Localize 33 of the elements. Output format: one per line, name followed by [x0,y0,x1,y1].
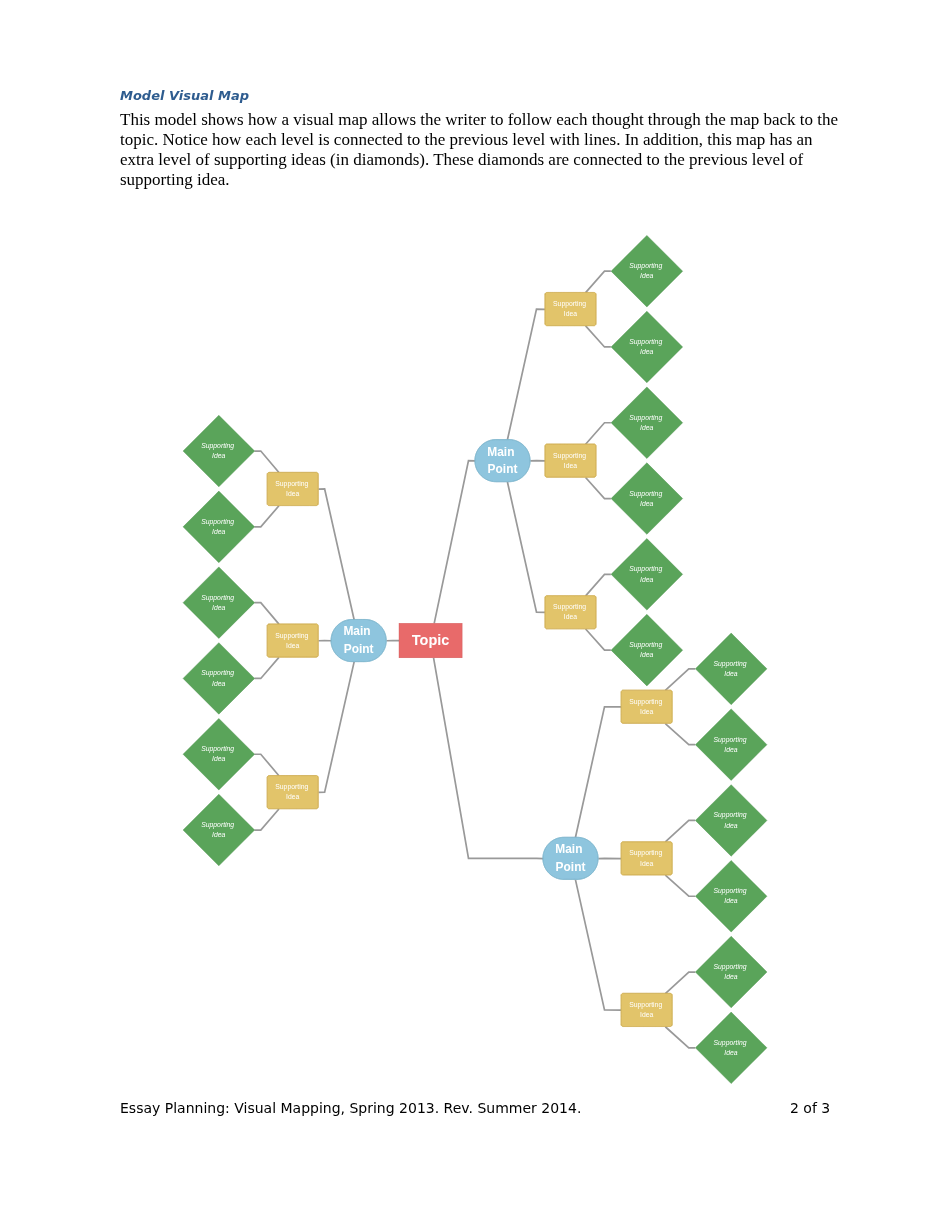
connector [506,308,546,441]
connector [574,878,623,1011]
title: Model Visual Map [120,88,250,103]
connector [433,459,476,625]
connector [664,722,697,746]
connector [584,421,612,446]
footer-text: Essay Planning: Visual Mapping, Spring 2013. Rev. Summer 2014. [120,1100,582,1116]
connector [432,656,544,860]
connector [529,459,546,462]
connector [317,661,355,794]
connector [253,656,280,680]
connector [664,819,697,843]
connector [574,705,623,839]
connector [664,1025,697,1049]
connector [664,668,697,692]
connector [664,874,697,898]
connector [253,450,280,474]
page-number: 2 of 3 [790,1100,831,1116]
node-box: Topic [398,623,463,658]
connector [584,573,612,597]
connector [317,488,355,621]
connector [253,601,280,625]
connector [506,481,546,614]
connector [584,628,612,651]
connector [253,808,280,831]
connector [584,476,612,500]
connector [597,857,623,860]
connector [253,504,280,528]
connector [664,971,697,995]
connector [584,325,612,348]
connector [253,753,280,777]
connector [584,270,612,294]
paragraph: This model shows how a visual map allows the writer to follow each thought through the map back to the topic. Notice how each level is connected to the previous level with lines. In addition, this map has an extra level of supporting ideas (in diamonds). These diamonds are connected to the previous level of supporting idea. [120,110,840,190]
